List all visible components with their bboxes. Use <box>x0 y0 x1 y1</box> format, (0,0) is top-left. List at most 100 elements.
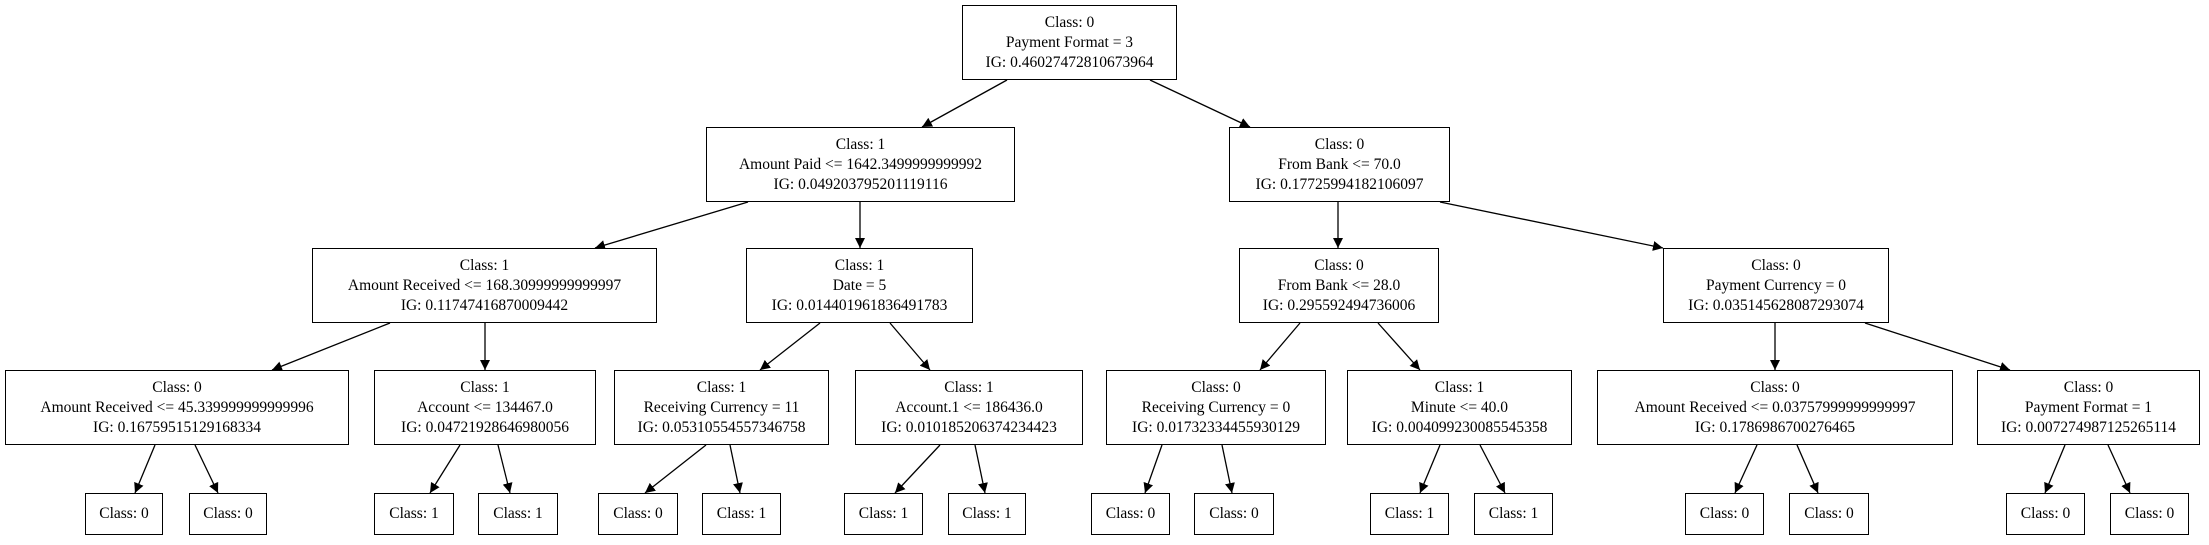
leaf-node: Class: 0 <box>1091 493 1170 535</box>
node-root-rule: Payment Format = 3 <box>1005 33 1134 51</box>
tree-edge-arrow <box>729 444 743 494</box>
leaf-class: Class: 0 <box>99 505 149 522</box>
node-root: Class: 0 Payment Format = 3 IG: 0.460274… <box>962 5 1177 80</box>
node-ll-rule: Amount Received <= 168.30999999999997 <box>347 276 622 294</box>
node-r: Class: 0 From Bank <= 70.0 IG: 0.1772599… <box>1229 127 1450 202</box>
tree-edge-arrow <box>889 322 931 371</box>
node-lr: Class: 1 Date = 5 IG: 0.0144019618364917… <box>746 248 973 323</box>
tree-edge-arrow <box>1734 444 1758 494</box>
leaf-class: Class: 0 <box>2020 505 2071 522</box>
node-rl-class: Class: 0 <box>1314 256 1364 274</box>
tree-edge-arrow <box>1479 444 1506 494</box>
node-l: Class: 1 Amount Paid <= 1642.34999999999… <box>706 127 1015 202</box>
leaf-node: Class: 0 <box>1194 493 1274 535</box>
node-rrl: Class: 0 Amount Received <= 0.0375799999… <box>1597 370 1953 445</box>
leaf-class: Class: 1 <box>858 505 909 522</box>
node-rrl-ig: IG: 0.1786986700276465 <box>1694 418 1856 436</box>
node-ll-ig: IG: 0.11747416870009442 <box>400 296 569 314</box>
node-r-rule: From Bank <= 70.0 <box>1278 155 1401 173</box>
node-r-ig: IG: 0.17725994182106097 <box>1255 175 1424 193</box>
node-lrl-rule: Receiving Currency = 11 <box>643 398 800 416</box>
tree-edge-arrow <box>974 444 988 494</box>
leaf-class: Class: 1 <box>1384 505 1435 522</box>
leaf-node: Class: 0 <box>1789 493 1869 535</box>
node-lr-ig: IG: 0.014401961836491783 <box>771 296 948 314</box>
node-rr: Class: 0 Payment Currency = 0 IG: 0.0351… <box>1663 248 1889 323</box>
node-ll-class: Class: 1 <box>459 256 510 274</box>
tree-edge-arrow <box>644 444 707 494</box>
leaf-node: Class: 0 <box>85 493 163 535</box>
node-r-class: Class: 0 <box>1314 135 1365 153</box>
node-rr-rule: Payment Currency = 0 <box>1705 276 1847 294</box>
leaf-node: Class: 0 <box>1685 493 1764 535</box>
node-rrr-ig: IG: 0.007274987125265114 <box>2000 418 2177 436</box>
node-root-class: Class: 0 <box>1044 13 1095 31</box>
node-l-class: Class: 1 <box>835 135 886 153</box>
leaf-node: Class: 0 <box>598 493 678 535</box>
node-rrl-class: Class: 0 <box>1750 378 1800 396</box>
leaf-node: Class: 1 <box>1370 493 1449 535</box>
node-rlr-class: Class: 1 <box>1434 378 1485 396</box>
leaf-class: Class: 1 <box>493 505 543 522</box>
leaf-class: Class: 0 <box>203 505 253 522</box>
leaf-class: Class: 0 <box>2124 505 2175 522</box>
leaf-class: Class: 1 <box>1488 505 1539 522</box>
tree-edge-arrow <box>2044 444 2066 494</box>
leaf-node: Class: 1 <box>844 493 923 535</box>
node-llr-class: Class: 1 <box>460 378 510 396</box>
node-rlr-rule: Minute <= 40.0 <box>1410 398 1509 416</box>
node-lll: Class: 0 Amount Received <= 45.339999999… <box>5 370 349 445</box>
node-rlr-ig: IG: 0.004099230085545358 <box>1371 418 1548 436</box>
leaf-node: Class: 1 <box>948 493 1026 535</box>
leaf-class: Class: 1 <box>389 505 439 522</box>
tree-edge-arrow <box>1143 444 1163 494</box>
leaf-node: Class: 1 <box>374 493 454 535</box>
node-lll-rule: Amount Received <= 45.339999999999996 <box>40 398 314 416</box>
node-rrl-rule: Amount Received <= 0.03757999999999997 <box>1634 398 1916 416</box>
tree-edge-arrow <box>194 444 219 494</box>
tree-edge-arrow <box>1439 201 1664 251</box>
node-rll-class: Class: 0 <box>1191 378 1241 396</box>
leaf-node: Class: 0 <box>189 493 267 535</box>
node-lll-class: Class: 0 <box>152 378 202 396</box>
tree-edge-arrow <box>594 201 749 250</box>
leaf-class: Class: 0 <box>1804 505 1854 522</box>
tree-edge-arrow <box>1796 444 1819 494</box>
node-rrr-class: Class: 0 <box>2063 378 2114 396</box>
node-lrl-ig: IG: 0.05310554557346758 <box>637 418 806 436</box>
leaf-class: Class: 0 <box>1209 505 1259 522</box>
leaf-class: Class: 0 <box>1105 505 1156 522</box>
node-rrr-rule: Payment Format = 1 <box>2024 398 2153 416</box>
leaf-node: Class: 1 <box>1474 493 1553 535</box>
node-l-rule: Amount Paid <= 1642.3499999999992 <box>738 155 983 173</box>
leaf-node: Class: 0 <box>2110 493 2189 535</box>
node-rl: Class: 0 From Bank <= 28.0 IG: 0.2955924… <box>1239 248 1439 323</box>
node-rl-rule: From Bank <= 28.0 <box>1277 276 1401 294</box>
node-rll-ig: IG: 0.01732334455930129 <box>1132 418 1300 436</box>
leaf-class: Class: 0 <box>1699 505 1750 522</box>
node-rll: Class: 0 Receiving Currency = 0 IG: 0.01… <box>1106 370 1326 445</box>
tree-edge-arrow <box>1149 79 1251 128</box>
node-lrl-class: Class: 1 <box>696 378 747 396</box>
tree-edge-arrow <box>1864 322 2011 372</box>
node-lrl: Class: 1 Receiving Currency = 11 IG: 0.0… <box>614 370 829 445</box>
node-llr-ig: IG: 0.04721928646980056 <box>401 418 569 436</box>
tree-edge-arrow <box>759 322 821 371</box>
node-lr-class: Class: 1 <box>834 256 885 274</box>
node-lrr-ig: IG: 0.010185206374234423 <box>881 418 1057 436</box>
node-llr-rule: Account <= 134467.0 <box>417 398 553 416</box>
node-root-ig: IG: 0.46027472810673964 <box>985 53 1154 71</box>
node-rrr: Class: 0 Payment Format = 1 IG: 0.007274… <box>1977 370 2200 445</box>
node-rr-ig: IG: 0.035145628087293074 <box>1688 296 1864 314</box>
tree-edge-arrow <box>134 444 156 494</box>
node-rr-class: Class: 0 <box>1751 256 1801 274</box>
node-rlr: Class: 1 Minute <= 40.0 IG: 0.0040992300… <box>1347 370 1572 445</box>
node-rll-rule: Receiving Currency = 0 <box>1141 398 1291 416</box>
node-lrr-class: Class: 1 <box>944 378 994 396</box>
node-lrr-rule: Account.1 <= 186436.0 <box>895 398 1043 416</box>
node-lll-ig: IG: 0.16759515129168334 <box>93 418 261 436</box>
tree-edge-arrow <box>497 444 513 494</box>
tree-edge-arrow <box>429 444 461 494</box>
